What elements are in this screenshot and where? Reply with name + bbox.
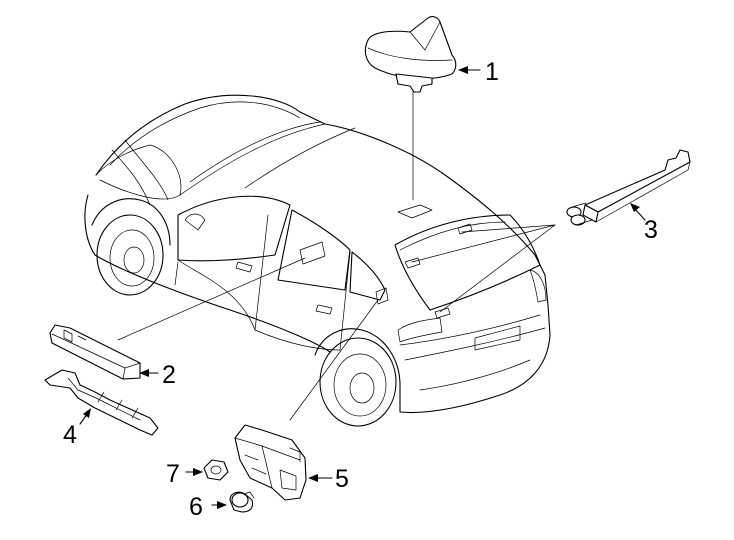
part-3-antenna-module[interactable] [566,149,691,226]
callout-labels: 1 2 3 4 5 6 7 [63,58,658,521]
callout-6: 6 [189,493,203,521]
part-4-bracket[interactable] [44,369,159,436]
callout-5: 5 [335,465,349,493]
callout-7: 7 [166,460,180,488]
part-2-control-module[interactable] [49,324,141,380]
callout-3: 3 [644,216,658,244]
callout-arrows [79,66,646,509]
callout-1: 1 [485,58,499,86]
leader-lines [117,89,556,421]
part-1-roof-antenna[interactable] [364,16,457,93]
leader-line-5 [289,299,379,421]
vehicle-illustration [84,94,551,427]
leader-line-3a [411,224,556,263]
leader-line-2 [117,257,306,341]
part-7-nut[interactable] [203,459,229,481]
part-6-clip[interactable] [229,491,255,513]
leader-line-3c [439,224,556,313]
callout-4: 4 [63,421,77,449]
leader-line-3b [461,224,556,233]
part-5-receiver-module[interactable] [234,424,307,501]
callout-2: 2 [162,361,176,389]
